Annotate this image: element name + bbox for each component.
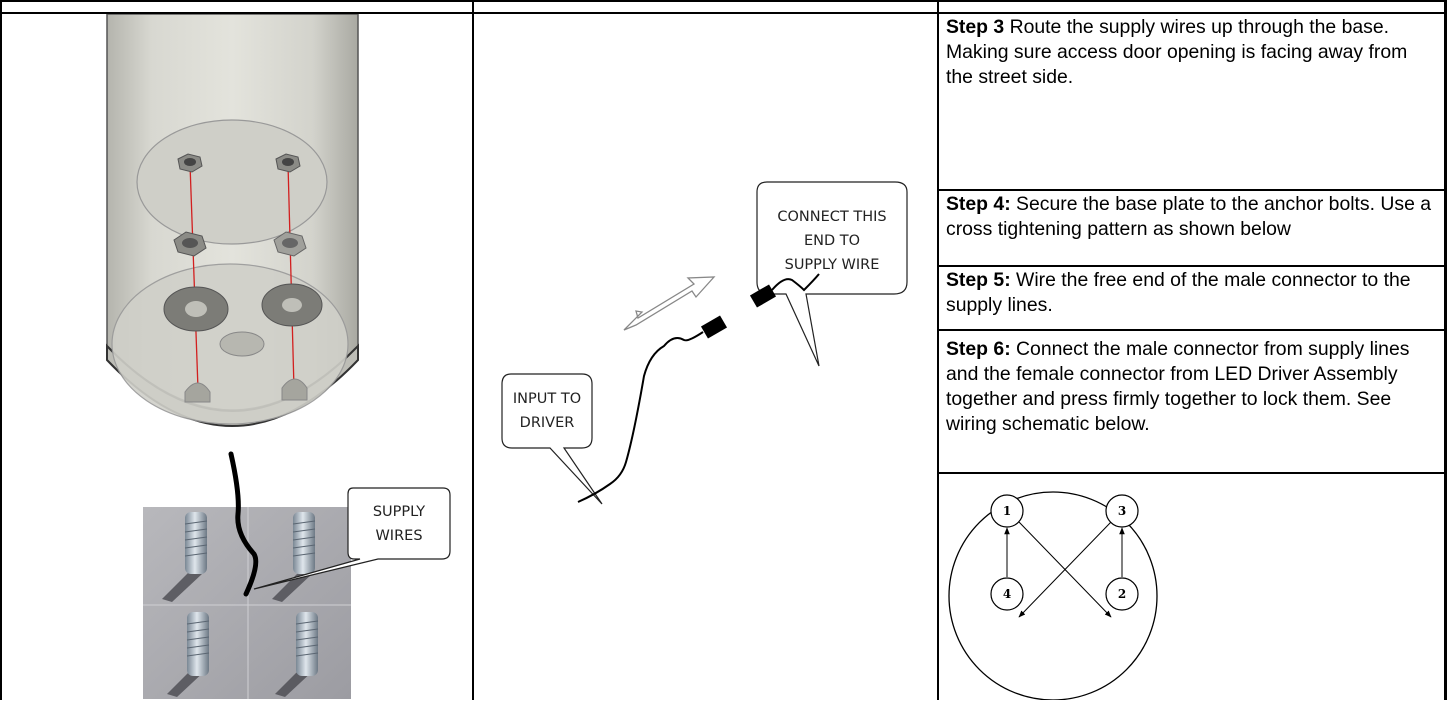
- connect-end-line3: SUPPLY WIRE: [785, 257, 880, 273]
- connect-end-line1: CONNECT THIS: [777, 209, 886, 225]
- step-5-label: Step 5:: [946, 269, 1011, 291]
- tightening-pattern-diagram: 1 3 4 2: [948, 491, 1158, 701]
- driver-side-wire: [577, 331, 704, 503]
- supply-wires-callout: SUPPLY WIRES: [253, 487, 451, 590]
- step-3-label: Step 3: [946, 16, 1005, 38]
- step-6-text: Connect the male connector from supply l…: [946, 338, 1410, 435]
- step-5-text: Wire the free end of the male connector …: [946, 269, 1411, 316]
- bolt-1-label: 1: [1003, 504, 1011, 518]
- bolt-1: 1: [990, 494, 1024, 528]
- supply-wire: [228, 451, 259, 597]
- center-hole: [219, 331, 265, 357]
- hex-nut-top-right: [275, 153, 301, 173]
- female-connector: [700, 315, 728, 339]
- input-driver-line2: DRIVER: [520, 415, 575, 431]
- row-divider-schematic: [937, 472, 1447, 474]
- table-header-rule: [0, 12, 1447, 14]
- hex-nut-mid-left: [173, 231, 207, 257]
- step-6-cell: Step 6: Connect the male connector from …: [939, 331, 1444, 472]
- step-4-cell: Step 4: Secure the base plate to the anc…: [939, 191, 1444, 265]
- tightening-pattern-cell: 1 3 4 2: [939, 474, 1444, 701]
- hex-nut-top-left: [177, 153, 203, 173]
- step-6-label: Step 6:: [946, 338, 1011, 360]
- pole-base-illustration-cell: SUPPLY WIRES: [2, 13, 472, 700]
- washer-left: [163, 286, 229, 332]
- step-3-cell: Step 3 Route the supply wires up through…: [939, 14, 1444, 189]
- row-divider-step4: [937, 189, 1447, 191]
- table-left-border: [0, 0, 2, 700]
- table-top-border: [0, 0, 1447, 2]
- bolt-4-label: 4: [1003, 587, 1011, 601]
- connector-illustration-cell: CONNECT THIS END TO SUPPLY WIRE INPUT TO…: [474, 14, 937, 700]
- row-divider-step6: [937, 329, 1447, 331]
- base-plate-upper: [136, 119, 328, 245]
- table-col-divider-2: [937, 0, 939, 700]
- male-connector: [749, 284, 777, 308]
- connect-end-callout: CONNECT THIS END TO SUPPLY WIRE: [756, 181, 908, 367]
- bolt-4: 4: [990, 577, 1024, 611]
- pole-base-illustration: SUPPLY WIRES: [106, 13, 451, 699]
- step-3-text: Route the supply wires up through the ba…: [946, 16, 1408, 88]
- input-driver-line1: INPUT TO: [513, 391, 581, 407]
- bolt-2-label: 2: [1118, 587, 1126, 601]
- bolt-3-label: 3: [1118, 504, 1126, 518]
- connect-end-line2: END TO: [804, 233, 860, 249]
- supply-wires-line1: SUPPLY: [373, 504, 425, 520]
- washer-right: [261, 283, 323, 327]
- supply-side-wire: [771, 273, 820, 292]
- step-4-label: Step 4:: [946, 193, 1011, 215]
- double-arrow: [623, 276, 716, 331]
- input-driver-callout: INPUT TO DRIVER: [501, 373, 603, 505]
- table-col-divider-1: [472, 0, 474, 700]
- bolt-3: 3: [1105, 494, 1139, 528]
- row-divider-step5: [937, 265, 1447, 267]
- anchor-bolts-photo: [143, 507, 351, 699]
- step-5-cell: Step 5: Wire the free end of the male co…: [939, 267, 1444, 329]
- hex-nut-mid-right: [273, 231, 307, 257]
- step-4-text: Secure the base plate to the anchor bolt…: [946, 193, 1432, 240]
- supply-wires-line2: WIRES: [375, 528, 422, 544]
- bolt-2: 2: [1105, 577, 1139, 611]
- connector-illustration: CONNECT THIS END TO SUPPLY WIRE INPUT TO…: [501, 181, 908, 505]
- table-right-border: [1444, 0, 1447, 700]
